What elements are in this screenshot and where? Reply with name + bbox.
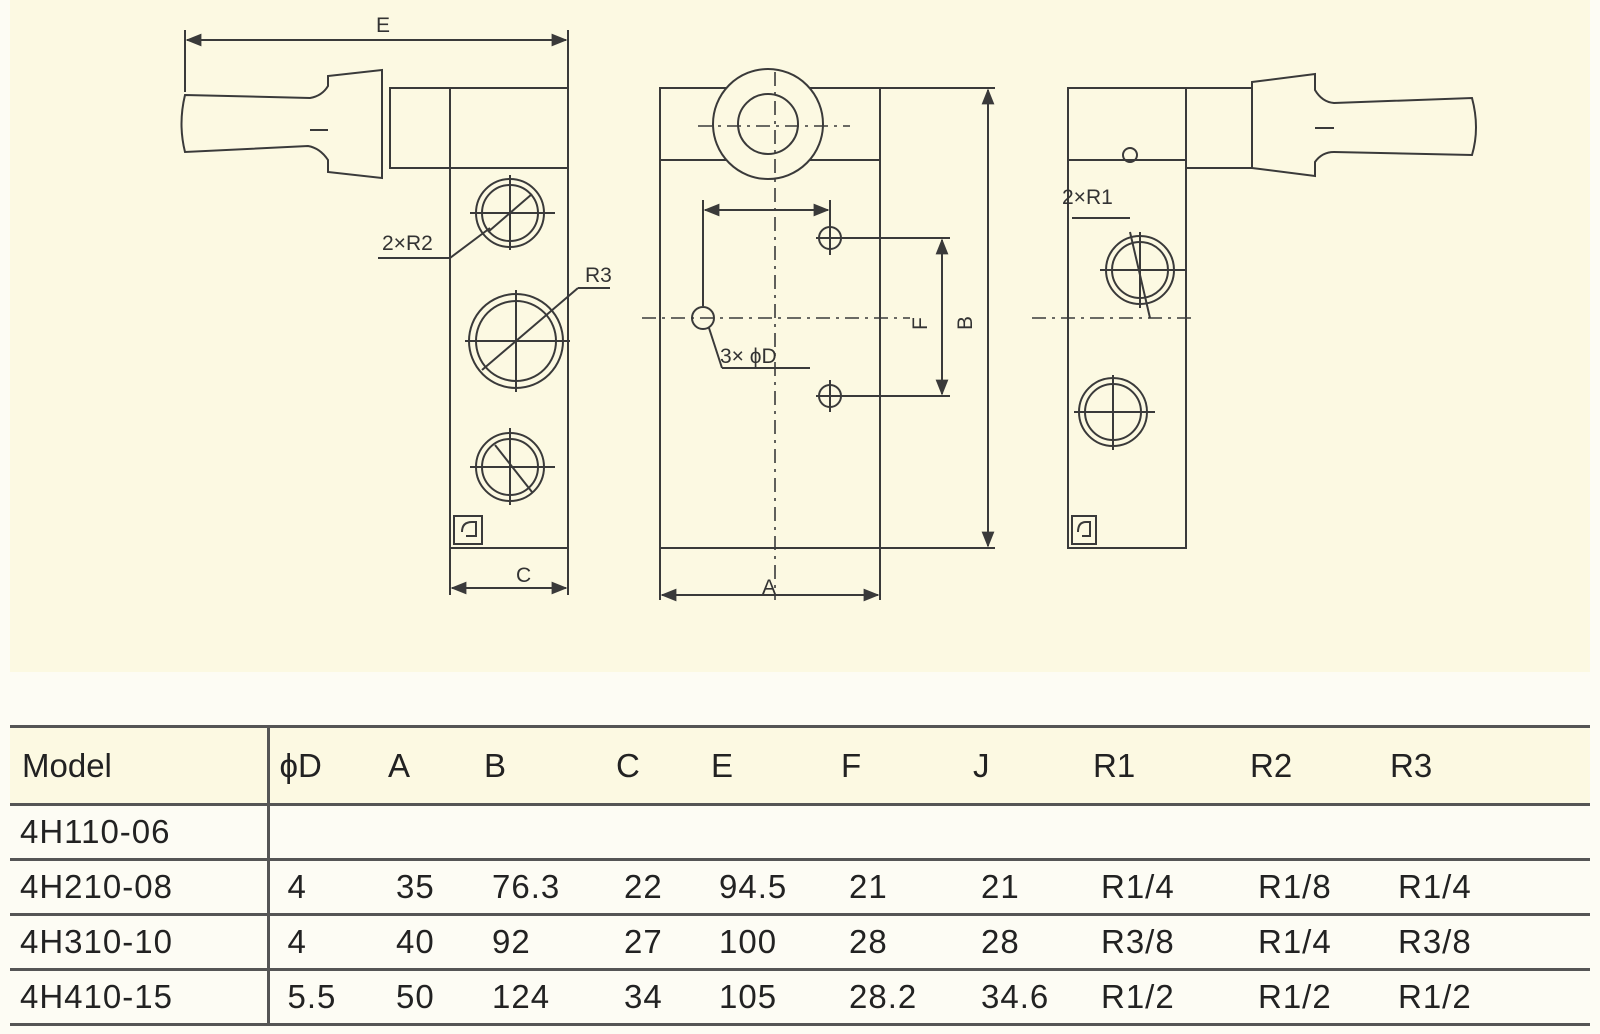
cell-phid: 5.5 <box>287 978 337 1015</box>
hole-label-3xphid: 3× ϕD <box>720 345 777 368</box>
cell-model: 4H410-15 <box>10 969 270 1025</box>
header-c: C <box>616 746 640 784</box>
cell-model: 4H310-10 <box>10 914 270 970</box>
cell-f: 28.2 <box>849 978 918 1015</box>
cell-a: 50 <box>396 978 435 1015</box>
cell-e: 100 <box>719 923 778 960</box>
header-b: B <box>484 746 507 784</box>
cell-b: 76.3 <box>492 868 561 905</box>
cell-e: 94.5 <box>719 868 788 905</box>
valve-body-left <box>449 167 569 549</box>
cell-c <box>606 805 701 860</box>
port-label-2xr2: 2×R2 <box>382 232 433 255</box>
cell-a <box>378 805 474 860</box>
cell-r2: R1/8 <box>1258 868 1332 905</box>
cell-j: 34.6 <box>981 978 1050 1015</box>
cell-c: 27 <box>624 923 663 960</box>
cell-r3: R1/2 <box>1398 978 1472 1015</box>
cell-r2: R1/2 <box>1258 978 1332 1015</box>
table-row: 4H310-10 4 40 92 27 100 28 28 R3/8 R1/4 … <box>10 914 1590 970</box>
dim-label-f: F <box>909 317 932 330</box>
front-view <box>642 68 1195 602</box>
cell-f: 28 <box>849 923 888 960</box>
cell-r1: R1/4 <box>1101 868 1175 905</box>
cell-a: 40 <box>396 923 435 960</box>
spec-table-container: Model ϕD A B C E F J R1 R2 R3 4H110-06 <box>10 725 1590 1026</box>
header-f: F <box>841 746 862 784</box>
port-label-r3: R3 <box>585 264 612 287</box>
header-r2: R2 <box>1250 746 1293 784</box>
cell-phid <box>268 805 378 860</box>
valve-body-right <box>1067 87 1187 549</box>
cell-model: 4H210-08 <box>10 859 270 915</box>
cell-r1: R3/8 <box>1101 923 1175 960</box>
valve-drawing-svg: E C 2×R2 R3 3× ϕD A F B 2×R1 <box>180 14 1477 602</box>
dim-label-c: C <box>516 564 531 587</box>
header-r3: R3 <box>1390 746 1433 784</box>
cell-c: 34 <box>624 978 663 1015</box>
spec-table: Model ϕD A B C E F J R1 R2 R3 4H110-06 <box>10 725 1590 1026</box>
table-row: 4H110-06 <box>10 804 1590 860</box>
cell-r3: R1/4 <box>1398 868 1472 905</box>
cell-r2 <box>1240 805 1380 860</box>
cell-e <box>701 805 831 860</box>
cell-e: 105 <box>719 978 778 1015</box>
right-side-view <box>1067 72 1477 549</box>
dim-label-b: B <box>954 316 977 330</box>
header-phid: ϕD <box>279 746 322 784</box>
cell-c: 22 <box>624 868 663 905</box>
header-e: E <box>711 746 734 784</box>
cell-model: 4H110-06 <box>10 804 270 860</box>
cell-j: 21 <box>981 868 1020 905</box>
table-header-row: Model ϕD A B C E F J R1 R2 R3 <box>10 726 1590 805</box>
header-model: Model <box>10 726 270 805</box>
cell-r3: R3/8 <box>1398 923 1472 960</box>
cell-a: 35 <box>396 868 435 905</box>
lever-handle-right <box>1251 72 1477 178</box>
technical-drawing: E C 2×R2 R3 3× ϕD A F B 2×R1 <box>10 0 1590 672</box>
header-r1: R1 <box>1093 746 1136 784</box>
cell-b <box>474 805 606 860</box>
lever-handle-left <box>180 68 383 180</box>
cell-f <box>831 805 963 860</box>
cell-b: 92 <box>492 923 531 960</box>
header-j: J <box>973 746 990 784</box>
dim-label-e: E <box>376 14 390 37</box>
lever-head-right <box>1185 87 1253 169</box>
table-row: 4H210-08 4 35 76.3 22 94.5 21 21 R1/4 R1… <box>10 859 1590 915</box>
cell-j: 28 <box>981 923 1020 960</box>
cell-phid: 4 <box>287 868 307 905</box>
cell-r1: R1/2 <box>1101 978 1175 1015</box>
cell-r3 <box>1380 805 1590 860</box>
left-side-view <box>180 30 610 595</box>
cell-j <box>963 805 1083 860</box>
cell-r1 <box>1083 805 1240 860</box>
lever-head-left <box>389 87 569 169</box>
cell-r2: R1/4 <box>1258 923 1332 960</box>
table-row: 4H410-15 5.5 50 124 34 105 28.2 34.6 R1/… <box>10 969 1590 1025</box>
header-a: A <box>388 746 411 784</box>
cell-phid: 4 <box>287 923 307 960</box>
port-label-2xr1: 2×R1 <box>1062 186 1113 209</box>
cell-f: 21 <box>849 868 888 905</box>
cell-b: 124 <box>492 978 551 1015</box>
dim-label-a: A <box>762 576 776 599</box>
